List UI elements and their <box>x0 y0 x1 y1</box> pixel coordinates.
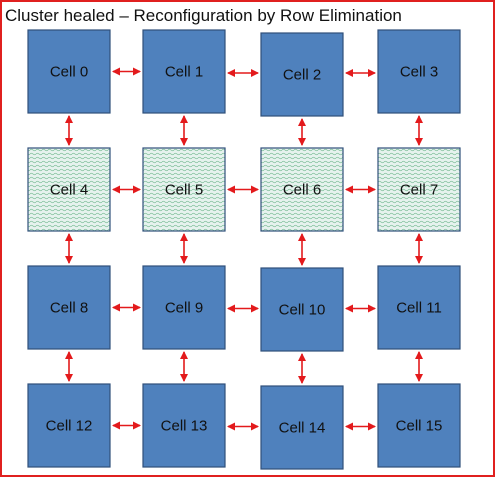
cell-label: Cell 13 <box>161 418 208 435</box>
cell-label: Cell 10 <box>279 302 326 319</box>
cell-label: Cell 11 <box>396 300 442 317</box>
cell-label: Cell 5 <box>165 182 203 199</box>
cell-label: Cell 12 <box>46 418 93 435</box>
cell <box>260 32 344 117</box>
eliminated-cell <box>377 147 461 232</box>
cell <box>142 29 226 114</box>
cell-label: Cell 1 <box>165 64 203 81</box>
cell <box>27 29 111 114</box>
cell-label: Cell 3 <box>400 64 438 81</box>
cell-label: Cell 6 <box>283 182 321 199</box>
connector-layer <box>65 67 423 431</box>
cell <box>27 383 111 468</box>
cell-label: Cell 4 <box>50 182 88 199</box>
cell <box>260 267 344 352</box>
cell <box>27 265 111 350</box>
cell-label: Cell 2 <box>283 67 321 84</box>
cell-label: Cell 14 <box>279 420 326 437</box>
cell-label: Cell 0 <box>50 64 88 81</box>
eliminated-cell <box>260 147 344 232</box>
cell <box>377 265 461 350</box>
diagram-title: Cluster healed – Reconfiguration by Row … <box>5 6 402 25</box>
cell-label: Cell 8 <box>50 300 88 317</box>
cell <box>142 265 226 350</box>
cell-label: Cell 9 <box>165 300 203 317</box>
cell <box>260 385 344 470</box>
cell <box>377 29 461 114</box>
eliminated-cell <box>27 147 111 232</box>
eliminated-cell <box>142 147 226 232</box>
cell <box>142 383 226 468</box>
cell-label: Cell 15 <box>396 418 443 435</box>
cell-layer: Cell 0 Cell 1 Cell 2 Cell 3 Cell 4 Cell 5 Cell… <box>27 29 461 470</box>
cell <box>377 383 461 468</box>
cell-label: Cell 7 <box>400 182 438 199</box>
